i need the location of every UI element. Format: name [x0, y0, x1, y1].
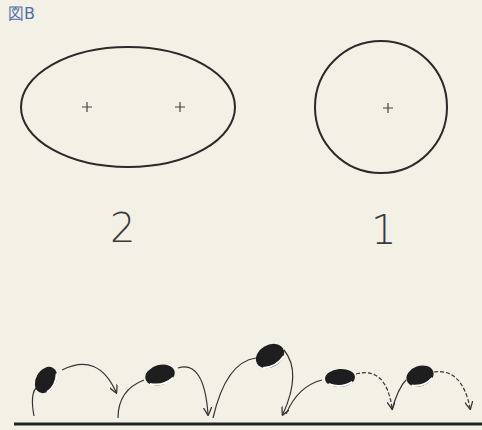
shapes: [21, 41, 447, 173]
figure-number: 1: [371, 210, 396, 250]
figure-label: 図B: [8, 6, 35, 22]
focus-marks: [82, 102, 393, 113]
ground-line: [14, 423, 482, 426]
bounce-paths: [32, 350, 470, 418]
circle-outline: [315, 41, 447, 173]
balls: [30, 339, 436, 397]
figure-number: 2: [110, 208, 135, 248]
ellipse-outline: [21, 47, 235, 167]
